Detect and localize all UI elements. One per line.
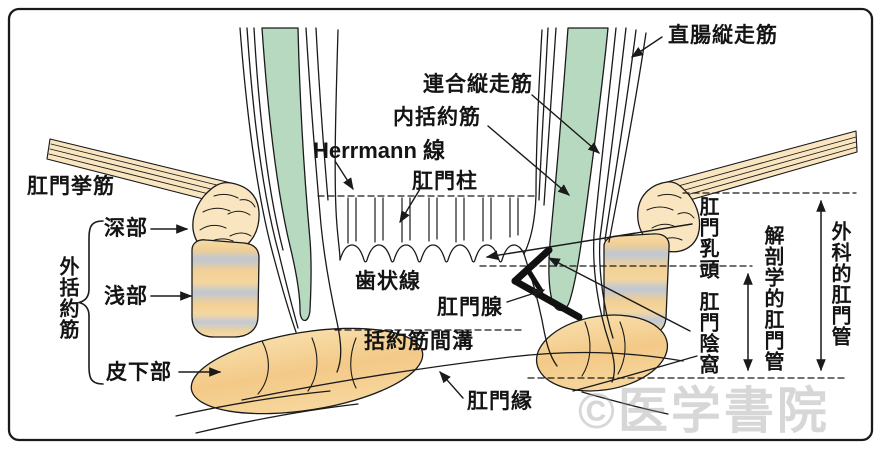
label-anatomical-anal-canal: 解剖学的肛門管 bbox=[761, 225, 783, 372]
label-intersphincteric-groove: 括約筋間溝 bbox=[364, 330, 474, 353]
pointer-anal-columns bbox=[399, 183, 424, 224]
label-external-sphincter: 外括約筋 bbox=[56, 256, 78, 340]
rectal-wall-left-lines bbox=[239, 27, 342, 373]
label-anal-verge: 肛門縁 bbox=[467, 390, 533, 413]
external-sphincter-brace bbox=[78, 220, 104, 385]
label-subcutaneous-part: 皮下部 bbox=[106, 361, 172, 384]
publisher-watermark: ©医学書院 bbox=[578, 383, 830, 439]
label-anal-gland: 肛門腺 bbox=[437, 296, 503, 319]
label-superficial-part: 浅部 bbox=[104, 285, 148, 308]
label-anal-crypt: 肛門陰窩 bbox=[696, 291, 718, 375]
label-dentate-line: 歯状線 bbox=[355, 270, 421, 293]
internal-sphincter-left-shape bbox=[261, 27, 312, 322]
pointer-internal-sphincter bbox=[487, 125, 570, 196]
label-rectal-longitudinal-muscle: 直腸縦走筋 bbox=[668, 24, 778, 47]
label-levator-ani: 肛門挙筋 bbox=[27, 175, 115, 198]
label-internal-sphincter: 内括約筋 bbox=[393, 106, 481, 129]
pointer-anal-crypt bbox=[547, 257, 691, 332]
label-surgical-anal-canal: 外科的肛門管 bbox=[828, 221, 850, 347]
pointer-conjoined-longitudinal bbox=[531, 94, 600, 154]
label-herrmann-line: Herrmann 線 bbox=[313, 138, 446, 163]
pointer-anal-gland bbox=[506, 288, 546, 303]
pointer-herrmann-line bbox=[334, 160, 354, 191]
label-conjoined-longitudinal-muscle: 連合縦走筋 bbox=[423, 73, 533, 96]
pointer-anal-papilla bbox=[485, 223, 693, 261]
label-anal-papilla: 肛門乳頭 bbox=[696, 196, 718, 280]
pointer-anal-verge bbox=[439, 371, 464, 399]
label-deep-part: 深部 bbox=[104, 217, 148, 240]
pointer-rectal-longitudinal bbox=[631, 36, 663, 58]
label-anal-columns: 肛門柱 bbox=[412, 170, 478, 193]
anal-verge-skin-lines bbox=[175, 351, 698, 434]
puborectalis-left-coil bbox=[192, 181, 260, 255]
external-sphincter-superficial-left-shape bbox=[191, 239, 260, 338]
levator-ani-right-band bbox=[666, 130, 858, 205]
